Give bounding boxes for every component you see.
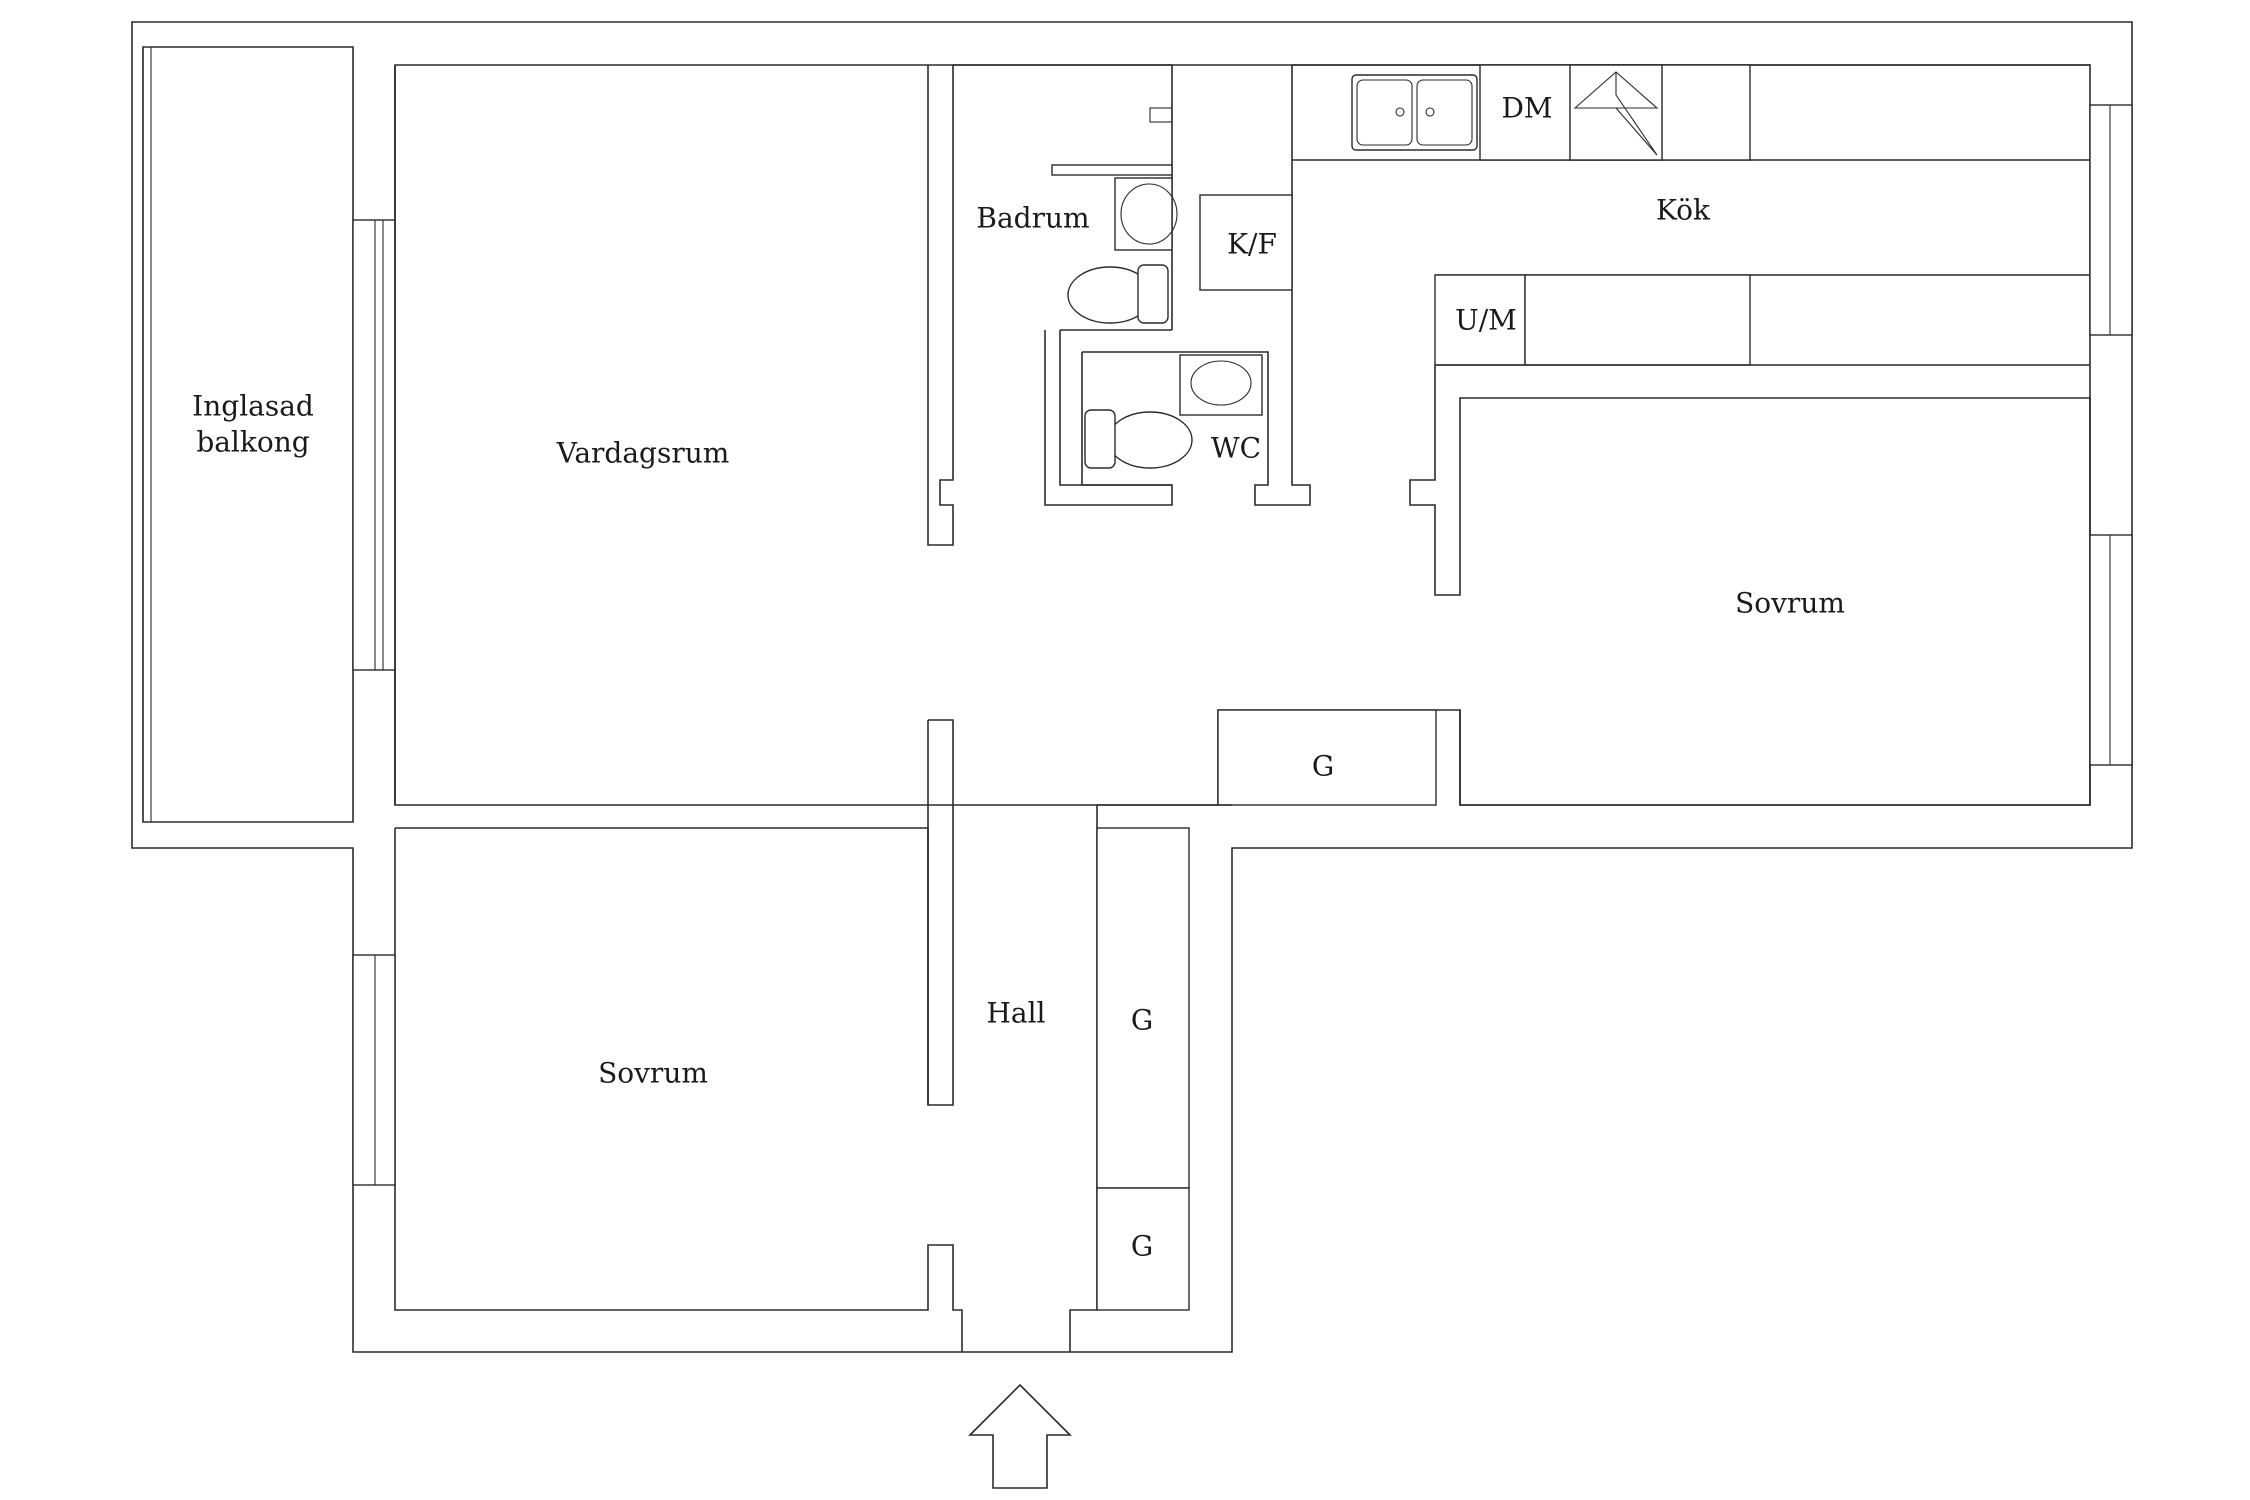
dishwasher-label: DM [1501, 92, 1552, 125]
faucet-fixture [1149, 107, 1173, 123]
fridge-freezer-label: K/F [1227, 228, 1277, 261]
hall-label: Hall [986, 997, 1045, 1030]
bedroom-left-walls [352, 827, 1097, 1352]
living-room-walls [394, 65, 954, 805]
balcony-label-line-1: Inglasad [192, 390, 314, 423]
wc-toilet [1084, 409, 1193, 469]
bedroom-right-label: Sovrum [1735, 587, 1845, 620]
bathroom-toilet [1067, 264, 1169, 324]
living-room-label: Vardagsrum [556, 437, 730, 470]
closet-top-label: G [1312, 750, 1334, 783]
balcony [142, 47, 396, 822]
wc-label: WC [1211, 432, 1261, 465]
closet-hall-1-label: G [1131, 1004, 1153, 1037]
entrance-arrow [968, 1383, 1072, 1489]
double-sink [1351, 74, 1478, 151]
kitchen-label: Kök [1656, 194, 1711, 227]
bathroom-label: Badrum [976, 202, 1089, 235]
oven-microwave-label: U/M [1455, 304, 1517, 337]
bathroom-sink [1114, 177, 1178, 251]
closet-hall-2-label: G [1131, 1230, 1153, 1263]
bedroom-left-label: Sovrum [598, 1057, 708, 1090]
balcony-label-line-2: balkong [196, 426, 309, 459]
wc-sink [1179, 354, 1263, 416]
bedroom-right-walls [1217, 365, 2133, 806]
range-hood [1569, 64, 1663, 161]
hall-walls [927, 719, 1232, 1311]
